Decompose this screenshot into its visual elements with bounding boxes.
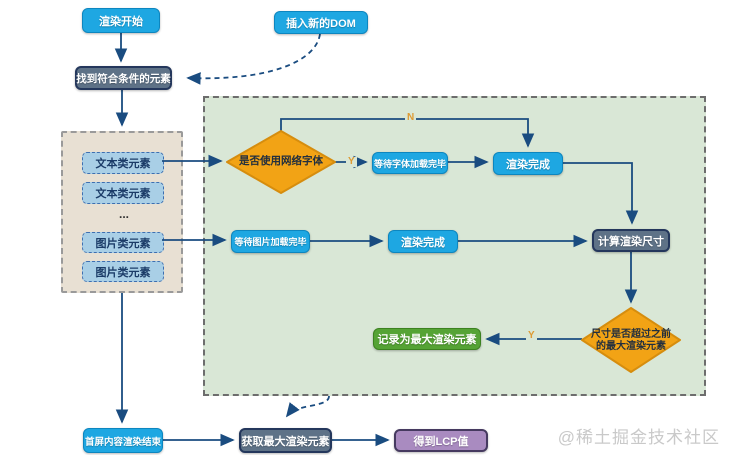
decision-webfont-label: 是否使用网络字体 bbox=[239, 155, 323, 168]
node-insert-dom: 插入新的DOM bbox=[274, 11, 368, 34]
flow-arrow-no-font bbox=[280, 118, 535, 148]
branch-label-yes-font: Y bbox=[346, 156, 357, 167]
node-wait-image-load: 等待图片加载完毕 bbox=[231, 230, 310, 253]
dashed-flow-arrow-insert-dom bbox=[186, 33, 321, 85]
node-find-elements: 找到符合条件的元素 bbox=[75, 66, 172, 90]
candidate-elements-container: 文本类元素 文本类元素 ... 图片类元素 图片类元素 bbox=[61, 131, 183, 293]
node-first-screen-render-end: 首屏内容渲染结束 bbox=[83, 428, 163, 453]
node-render-start: 渲染开始 bbox=[82, 8, 160, 33]
dashed-flow-arrow-get-max bbox=[285, 395, 330, 418]
node-text-element-2: 文本类元素 bbox=[82, 182, 164, 204]
node-image-element-1: 图片类元素 bbox=[82, 232, 164, 253]
node-calc-render-size: 计算渲染尺寸 bbox=[592, 229, 670, 252]
node-render-done-font: 渲染完成 bbox=[493, 152, 563, 175]
ellipsis-label: ... bbox=[118, 207, 129, 221]
node-record-max-element: 记录为最大渲染元素 bbox=[373, 328, 481, 350]
node-text-element-1: 文本类元素 bbox=[82, 152, 164, 174]
node-get-max-element: 获取最大渲染元素 bbox=[239, 428, 332, 453]
node-image-element-2: 图片类元素 bbox=[82, 261, 164, 282]
watermark: @稀土掘金技术社区 bbox=[557, 428, 720, 447]
decision-size-label-line2: 的最大渲染元素 bbox=[596, 341, 666, 352]
flow-arrow bbox=[563, 162, 639, 225]
node-render-done-image: 渲染完成 bbox=[388, 230, 458, 253]
node-wait-font-load: 等待字体加载完毕 bbox=[372, 152, 448, 174]
branch-label-yes-size: Y bbox=[526, 330, 537, 341]
branch-label-no: N bbox=[405, 112, 417, 123]
decision-size-label: 尺寸是否超过之前 的最大渲染元素 bbox=[581, 326, 681, 356]
decision-diamond-size bbox=[581, 307, 681, 373]
decision-diamond-webfont bbox=[226, 130, 336, 194]
node-lcp-value: 得到LCP值 bbox=[394, 429, 488, 452]
decision-size-label-line1: 尺寸是否超过之前 bbox=[591, 328, 671, 340]
